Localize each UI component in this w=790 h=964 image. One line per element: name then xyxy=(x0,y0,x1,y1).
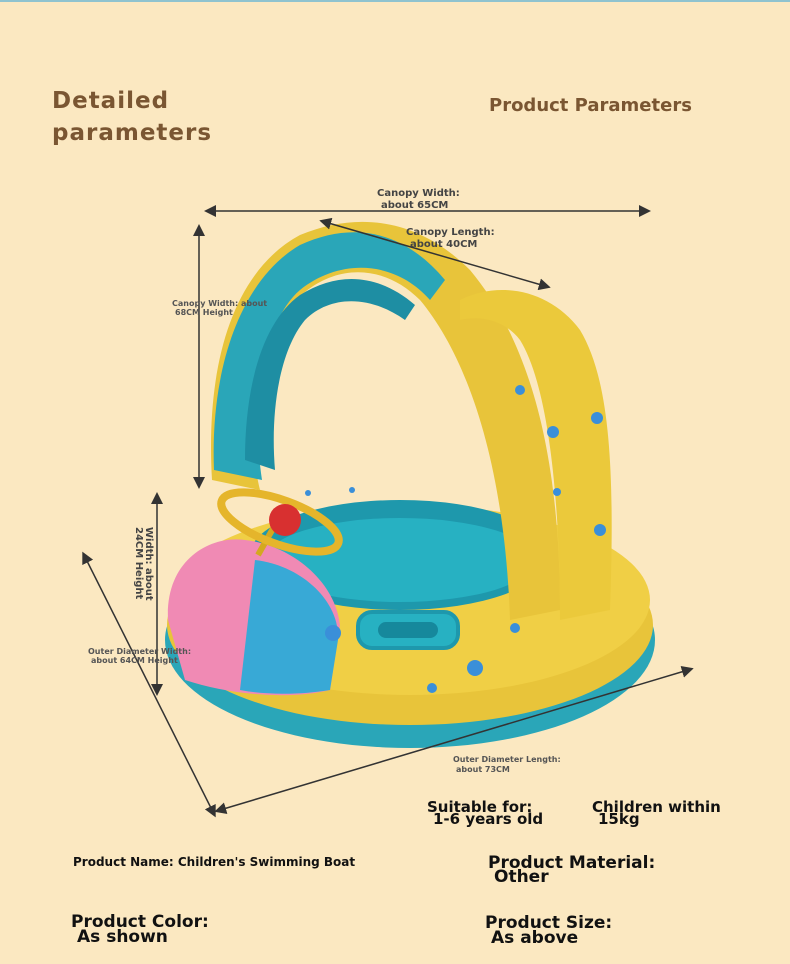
canopy-length-label: Canopy Length: xyxy=(406,227,495,238)
product-name: Product Name: Children's Swimming Boat xyxy=(73,855,356,869)
page-title: Detailed parameters xyxy=(52,88,213,146)
width-value: 24CM Height xyxy=(133,527,144,600)
canopy-width-value: about 65CM xyxy=(381,200,449,211)
size-value: As above xyxy=(491,928,579,948)
canopy-height-value: 68CM Height xyxy=(175,308,233,317)
color-value: As shown xyxy=(77,927,168,947)
suitable-label: Suitable for: xyxy=(427,798,533,816)
steering-wheel xyxy=(217,488,343,557)
outer-length-label: Outer Diameter Length: xyxy=(453,755,561,764)
size-label: Product Size: xyxy=(485,913,613,933)
canopy-height-label: Canopy Width: about xyxy=(172,299,268,308)
suitable-value: 1-6 years old xyxy=(433,810,544,828)
top-border xyxy=(0,0,790,2)
material-value: Other xyxy=(494,867,549,887)
canopy-width-label: Canopy Width: xyxy=(377,188,460,199)
color-label: Product Color: xyxy=(71,912,209,932)
material-label: Product Material: xyxy=(488,853,656,873)
sun-canopy xyxy=(211,221,612,621)
outer-width-label: Outer Diameter Width: xyxy=(88,647,192,656)
outer-width-value: about 64CM Height xyxy=(91,656,178,665)
width-label: Width: about xyxy=(143,527,154,601)
children-label: Children within xyxy=(592,798,721,816)
dimension-arrows xyxy=(82,205,694,818)
section-title: Product Parameters xyxy=(489,95,692,116)
outer-length-value: about 73CM xyxy=(456,765,510,774)
canopy-length-value: about 40CM xyxy=(410,239,478,250)
children-value: 15kg xyxy=(598,810,640,828)
